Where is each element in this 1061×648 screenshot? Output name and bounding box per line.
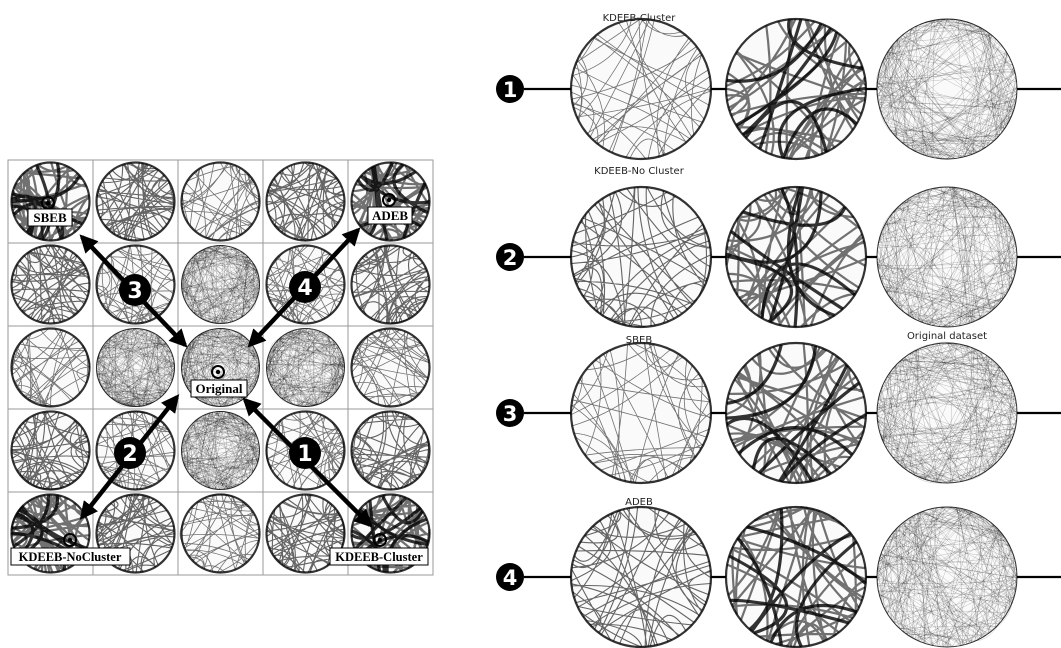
path-badge-1: 1 xyxy=(496,75,524,103)
grid-thumbnail xyxy=(267,163,345,241)
svg-text:KDEEB-NoCluster: KDEEB-NoCluster xyxy=(19,550,122,564)
grid-thumbnail xyxy=(12,329,90,407)
grid-thumbnail xyxy=(12,412,90,490)
path-row xyxy=(524,187,1061,327)
path-mid-thumbnail xyxy=(726,187,866,327)
svg-text:SBEB: SBEB xyxy=(33,210,67,225)
path-mid-thumbnail xyxy=(726,507,866,647)
path-start-thumbnail xyxy=(571,343,711,483)
original-dataset-label: Original dataset xyxy=(907,331,987,342)
badge-3: 3 xyxy=(119,274,151,306)
badge-4: 4 xyxy=(289,271,321,303)
grid-thumbnail xyxy=(180,494,259,572)
path-badge-3: 3 xyxy=(496,399,524,427)
path-start-thumbnail xyxy=(571,507,711,647)
grid-thumbnail xyxy=(12,163,90,241)
path-mid-thumbnail xyxy=(726,343,866,483)
path-row xyxy=(524,342,1061,483)
svg-text:2: 2 xyxy=(503,246,518,270)
path-start-thumbnail xyxy=(571,187,711,327)
svg-text:2: 2 xyxy=(122,442,137,467)
path-mid-thumbnail xyxy=(726,19,866,159)
svg-text:3: 3 xyxy=(127,279,142,304)
badge-2: 2 xyxy=(114,437,146,469)
path-row xyxy=(524,19,1061,159)
svg-text:1: 1 xyxy=(297,442,312,467)
grid-thumbnail xyxy=(182,246,260,324)
path-original-thumbnail xyxy=(877,187,1017,327)
path-badge-2: 2 xyxy=(496,243,524,271)
svg-text:4: 4 xyxy=(297,276,312,301)
grid-thumbnail xyxy=(352,412,430,490)
badge-1: 1 xyxy=(289,437,321,469)
grid-thumbnail xyxy=(12,246,90,324)
svg-text:3: 3 xyxy=(503,402,518,426)
path-original-thumbnail xyxy=(877,507,1017,647)
path-original-thumbnail xyxy=(877,342,1017,483)
path-label-adeb: ADEB xyxy=(625,497,653,508)
path-label-kdeeb-nocluster: KDEEB-No Cluster xyxy=(594,166,685,177)
grid-thumbnail xyxy=(267,329,345,407)
path-label-kdeeb-cluster: KDEEB-Cluster xyxy=(603,13,677,24)
grid-thumbnail xyxy=(97,163,175,241)
svg-text:KDEEB-Cluster: KDEEB-Cluster xyxy=(335,550,423,564)
label-sbeb: SBEB xyxy=(28,209,72,226)
svg-text:4: 4 xyxy=(503,566,518,590)
path-label-sbeb: SBEB xyxy=(626,335,653,346)
grid-thumbnail xyxy=(182,163,260,241)
label-adeb: ADEB xyxy=(368,207,412,224)
svg-text:ADEB: ADEB xyxy=(372,208,408,223)
path-original-thumbnail xyxy=(876,19,1017,159)
path-badge-4: 4 xyxy=(496,563,524,591)
paths-panel: KDEEB-Cluster KDEEB-No Cluster SBEB ADEB… xyxy=(496,13,1061,647)
grid-thumbnail xyxy=(96,329,175,407)
grid-thumbnail xyxy=(352,246,430,324)
svg-text:1: 1 xyxy=(503,78,518,102)
path-row xyxy=(524,507,1061,647)
svg-text:Original: Original xyxy=(196,381,243,396)
label-kdeeb-cluster: KDEEB-Cluster xyxy=(330,548,428,565)
label-kdeeb-nocluster: KDEEB-NoCluster xyxy=(11,548,130,565)
grid-thumbnail xyxy=(182,411,260,489)
grid-panel: 3 4 2 1 SBE xyxy=(8,160,433,575)
grid-thumbnail xyxy=(352,329,430,407)
label-original: Original xyxy=(191,380,247,397)
path-start-thumbnail xyxy=(571,19,711,159)
